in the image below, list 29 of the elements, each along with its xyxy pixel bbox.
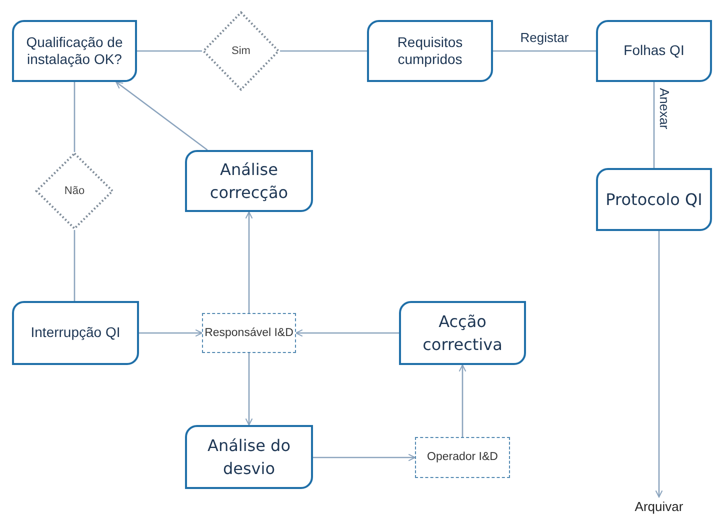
- edge-label: Registar: [520, 30, 569, 45]
- connector: [295, 329, 399, 337]
- process-box: Análise correcção: [185, 150, 313, 212]
- process-box: Análise do desvio: [185, 425, 313, 489]
- connector: [280, 50, 367, 52]
- role-box: Operador I&D: [415, 437, 510, 478]
- process-box: Interrupção QI: [12, 301, 139, 365]
- edge-label: Anexar: [657, 88, 672, 130]
- connector: [245, 211, 253, 313]
- decision-diamond: Não: [35, 152, 114, 230]
- role-box: Responsável I&D: [202, 313, 296, 353]
- end-label: Arquivar: [628, 497, 690, 515]
- process-box: Protocolo QI: [596, 168, 712, 231]
- connector: [137, 50, 202, 52]
- process-box: Acção correctiva: [399, 301, 526, 365]
- connector: [74, 230, 76, 301]
- connector: [458, 364, 466, 437]
- connector: [245, 353, 253, 426]
- connector: [653, 82, 655, 168]
- process-box: Requisitos cumpridos: [367, 20, 493, 82]
- connector: [313, 454, 416, 462]
- connector: [493, 50, 596, 52]
- connector: [139, 329, 203, 337]
- process-box: Folhas QI: [596, 20, 712, 82]
- connector: [655, 231, 663, 498]
- decision-diamond: Sim: [202, 11, 280, 91]
- connector: [116, 81, 208, 151]
- process-box: Qualificação de instalação OK?: [12, 20, 137, 82]
- connector: [74, 82, 76, 152]
